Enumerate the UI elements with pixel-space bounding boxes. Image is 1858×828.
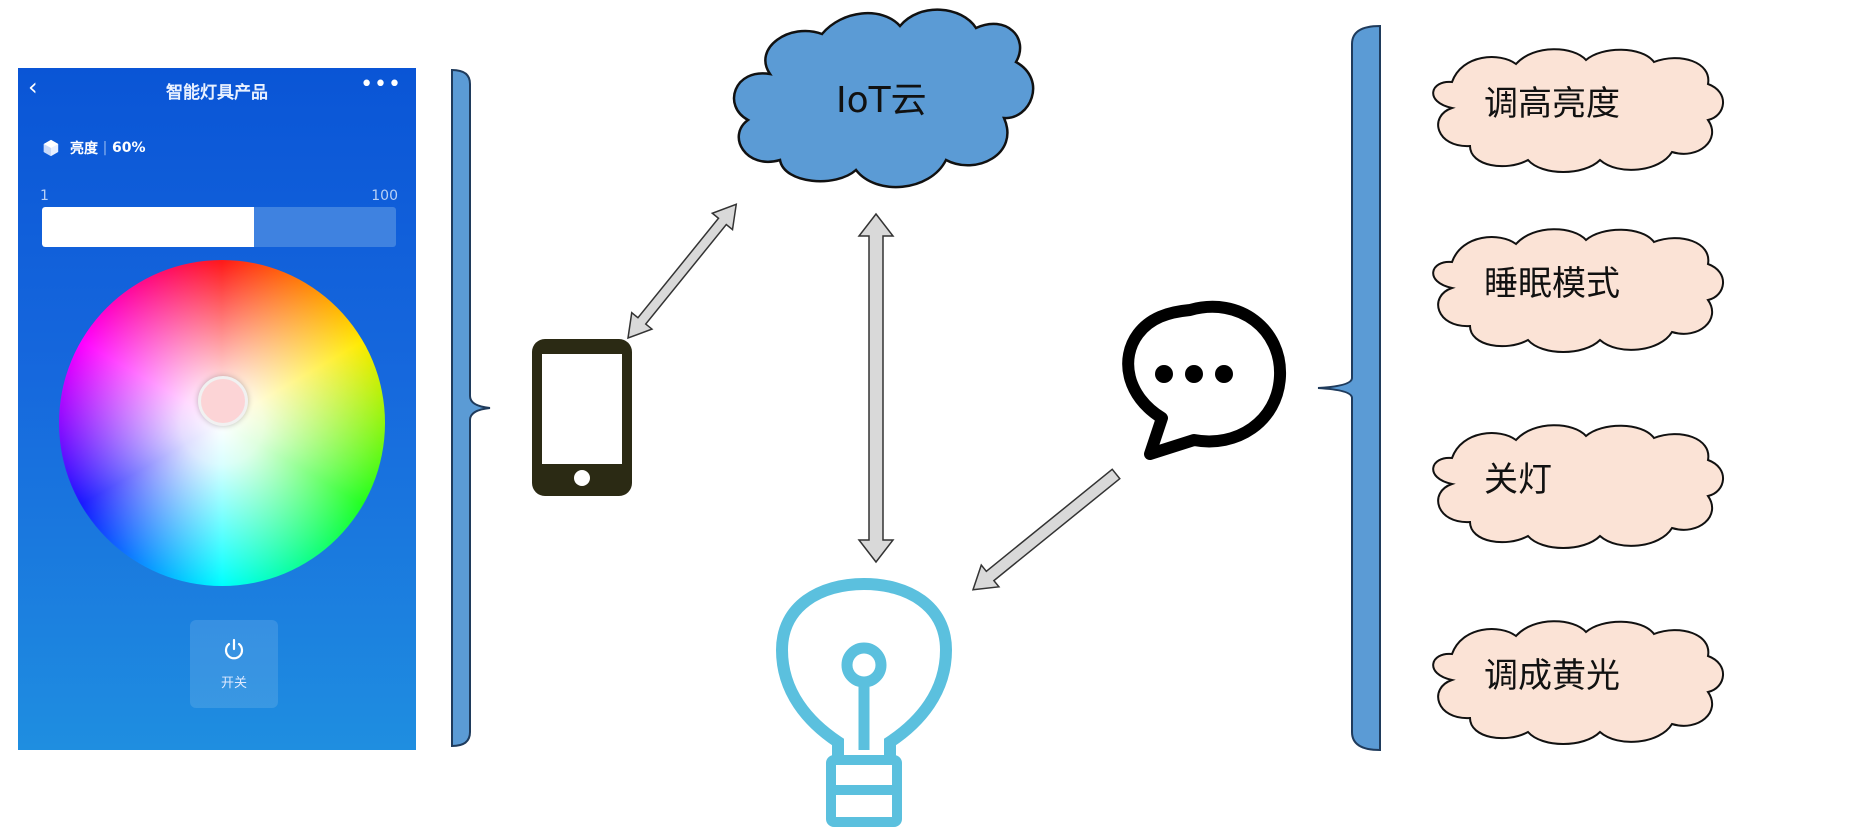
color-picker-knob[interactable] (198, 376, 248, 426)
brightness-row: 亮度 | 60% (42, 138, 146, 158)
arrow-cloud-bulb (857, 212, 895, 564)
arrow-chat-bulb (971, 468, 1121, 591)
more-dots-icon[interactable]: ••• (360, 72, 402, 97)
arrow-phone-cloud (627, 203, 738, 340)
power-icon (224, 638, 244, 660)
phone-app-screen: ‹ 智能灯具产品 ••• 亮度 | 60% 1 100 开关 (18, 68, 416, 750)
cube-icon (43, 139, 59, 157)
command-label-2: 睡眠模式 (1484, 264, 1620, 304)
brightness-slider-fill (42, 207, 255, 247)
power-button[interactable]: 开关 (190, 620, 278, 708)
brightness-label: 亮度 (70, 141, 98, 157)
power-label: 开关 (220, 676, 247, 691)
command-label-1: 调高亮度 (1484, 84, 1620, 124)
command-label-3: 关灯 (1484, 460, 1552, 500)
left-brace (451, 68, 491, 748)
command-cloud-3 (1432, 424, 1724, 549)
command-cloud-1 (1432, 48, 1724, 173)
iot-cloud: IoT云 (732, 8, 1035, 189)
brightness-value: 60% (112, 140, 146, 156)
smartphone-icon (532, 339, 632, 496)
divider: | (102, 140, 108, 156)
command-label-4: 调成黄光 (1484, 656, 1620, 696)
command-cloud-4 (1432, 620, 1724, 745)
page-title: 智能灯具产品 (166, 83, 268, 103)
right-brace (1317, 24, 1381, 752)
slider-max-label: 100 (371, 188, 398, 204)
command-cloud-2 (1432, 228, 1724, 353)
brightness-slider[interactable] (42, 207, 396, 247)
command-clouds (1432, 48, 1724, 745)
chevron-left-icon[interactable]: ‹ (28, 73, 38, 101)
slider-min-label: 1 (40, 188, 49, 204)
lightbulb-icon (775, 577, 953, 827)
chat-bubble-icon (1122, 300, 1287, 460)
iot-cloud-label: IoT云 (836, 80, 927, 121)
